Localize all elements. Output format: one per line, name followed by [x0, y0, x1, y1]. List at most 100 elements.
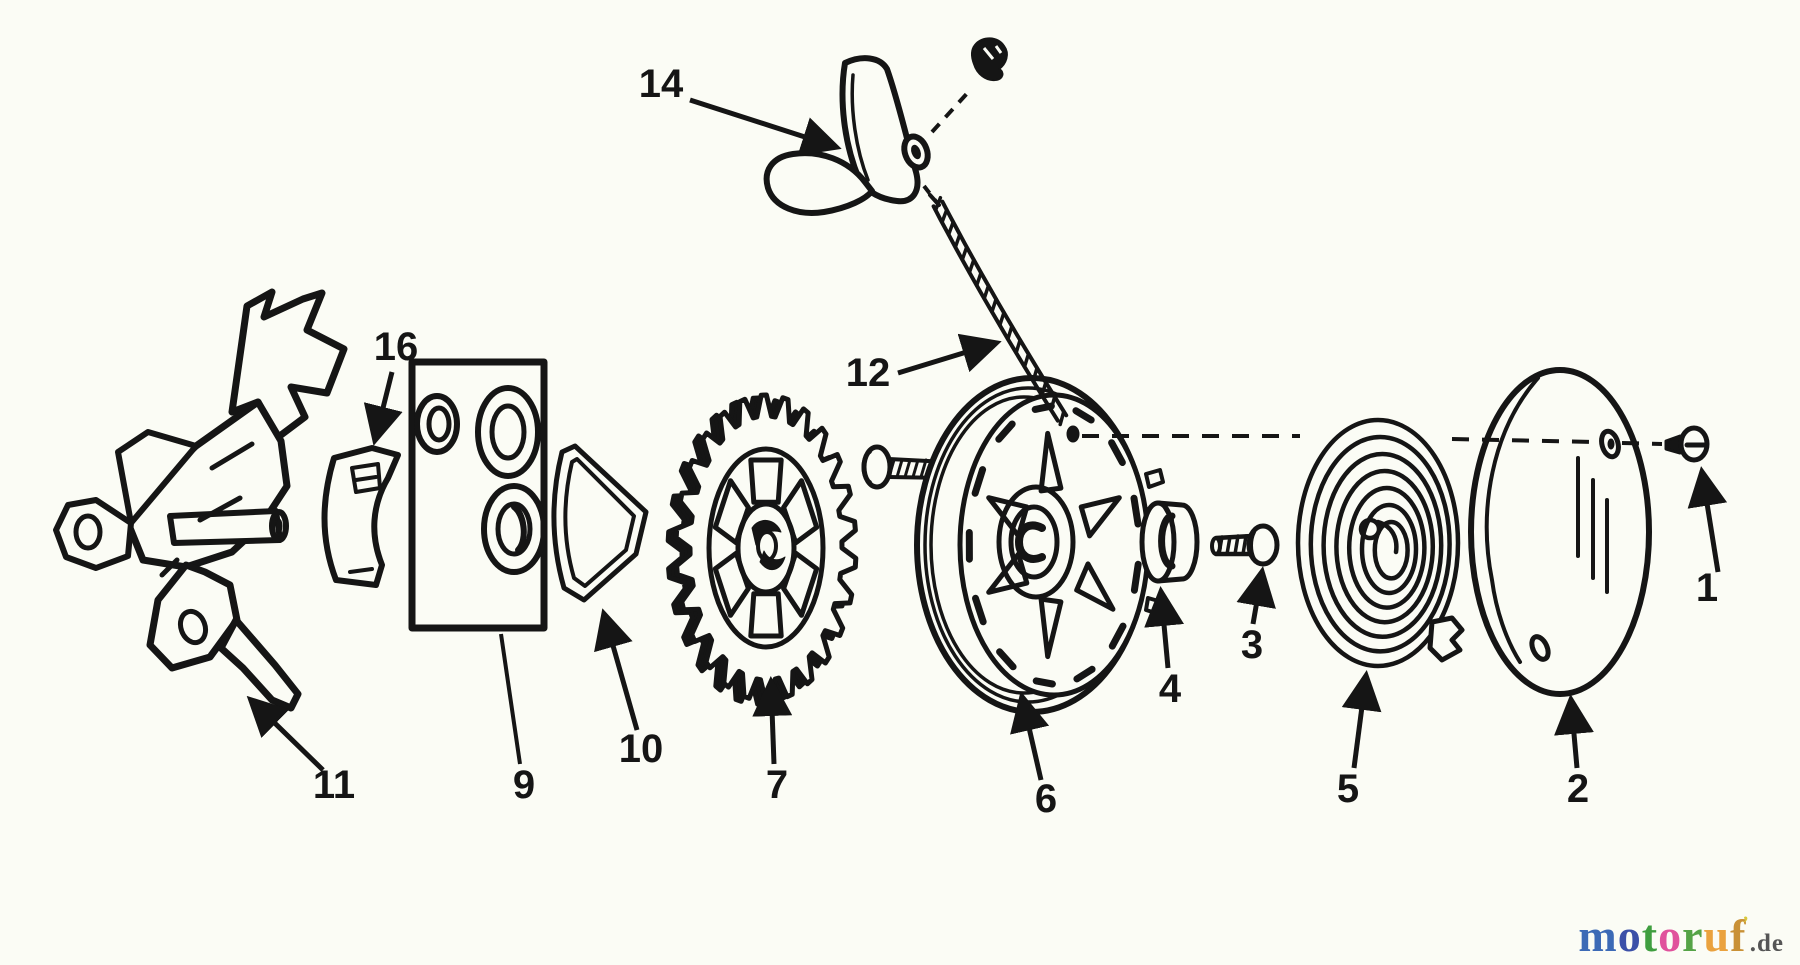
part-label-7[interactable]: 7: [766, 763, 788, 807]
wire-form-part: [551, 443, 649, 603]
rope-hatch: [1014, 338, 1022, 355]
spacer-bushing-part: [1139, 500, 1200, 584]
rope-hatch: [974, 270, 983, 288]
part-label-3[interactable]: 3: [1241, 623, 1263, 667]
spring-coil: [1308, 434, 1452, 654]
part-label-14[interactable]: 14: [639, 62, 684, 106]
part-label-5[interactable]: 5: [1337, 767, 1359, 811]
pulley-notch: [996, 648, 1017, 671]
recoil-spring-part: [1295, 417, 1465, 669]
spring-coil: [1321, 451, 1444, 640]
gear-hub: [735, 501, 797, 595]
leader-9: [499, 633, 522, 765]
part-label-1[interactable]: 1: [1696, 566, 1718, 610]
spring-coil: [1359, 502, 1419, 596]
pulley-hub: [1008, 504, 1060, 580]
rope-hatch: [990, 297, 998, 314]
pulley-notch: [995, 420, 1016, 443]
part-label-12[interactable]: 12: [846, 351, 891, 395]
rope-hatch: [1058, 409, 1066, 427]
rope-hatch: [1049, 395, 1057, 412]
logo-letter: o: [1617, 910, 1642, 961]
spring-end-tab: [1427, 615, 1465, 663]
rope-hatch: [940, 208, 949, 225]
pulley-notch: [971, 466, 987, 497]
leader-7: [752, 676, 793, 765]
pulley-notch: [1130, 494, 1142, 528]
logo-letter: o: [1658, 910, 1683, 961]
plate-bushing-upper: [475, 385, 541, 479]
spring-coil: [1372, 519, 1410, 581]
rope-anchor-hole: [1066, 425, 1080, 443]
leader-6: [1010, 691, 1050, 781]
pin-hatch-tick: [919, 458, 928, 479]
rope-hatch: [967, 258, 976, 275]
starter-rope-part: [928, 193, 1069, 427]
rope-hatch: [1031, 366, 1039, 383]
logo-letter: m: [1578, 910, 1618, 961]
pulley-notch: [1130, 560, 1142, 594]
part-label-16[interactable]: 16: [374, 325, 419, 369]
leader-11: [246, 695, 325, 772]
pulley-hole: [1038, 596, 1064, 660]
logo-letter: u: [1703, 910, 1731, 961]
pin-hatch-tick: [895, 458, 904, 479]
rope-hatch: [1006, 324, 1014, 341]
pulley-face: [957, 392, 1151, 698]
rope-hatch: [998, 310, 1006, 328]
spring-coil: [1295, 417, 1461, 669]
starter-cover-part: [1468, 367, 1652, 697]
bracket-hole: [73, 513, 103, 551]
leader-16: [363, 371, 403, 446]
leader-12: [897, 333, 1002, 376]
rope-hatch: [1022, 352, 1031, 369]
leader-4: [1144, 586, 1185, 669]
pin-hatch-tick: [903, 458, 912, 479]
rope-hatch: [953, 232, 962, 249]
cover-eyelet: [1599, 428, 1621, 460]
pulley-hole: [1078, 495, 1122, 539]
part-label-9[interactable]: 9: [513, 763, 535, 807]
pulley-notch: [1108, 622, 1127, 650]
part-label-2[interactable]: 2: [1567, 767, 1589, 811]
logo-letters: motoruf’: [1578, 913, 1749, 959]
pulley-notch: [1073, 665, 1096, 683]
leader-1: [1687, 466, 1728, 573]
pulley-notch: [1108, 439, 1126, 466]
bracket-plate-part: [408, 358, 548, 632]
brake-lever-part: [321, 445, 401, 588]
rope-hatch: [982, 284, 991, 301]
logo-letter: r: [1682, 910, 1704, 961]
rope-hatch: [960, 245, 969, 262]
rope-hatch: [1040, 380, 1048, 398]
cover-screw-part: [1664, 425, 1710, 463]
spring-coil: [1334, 468, 1436, 625]
callouts: 14 16 12 11 9 10 7 6 4 3 5 2 1: [246, 62, 1728, 821]
logo-letter: ’: [1742, 913, 1750, 934]
starter-gear-part: [665, 392, 859, 707]
part-label-10[interactable]: 10: [619, 727, 664, 771]
pulley-notch: [972, 594, 987, 626]
bracket-pin: [167, 508, 283, 546]
plate-bushing-lower: [481, 483, 547, 575]
spring-coil: [1346, 485, 1427, 610]
part-label-4[interactable]: 4: [1159, 667, 1182, 711]
pulley-notch: [1072, 407, 1095, 424]
leader-5: [1341, 670, 1382, 769]
leader-14: [689, 97, 842, 156]
logo-domain-suffix: .de: [1749, 930, 1784, 957]
part-label-6[interactable]: 6: [1035, 777, 1057, 821]
hex-screw-part: [1210, 523, 1280, 567]
mounting-bracket-part: [53, 288, 348, 712]
motoruf-logo: motoruf’.de: [1578, 913, 1784, 959]
pulley-hole: [1074, 561, 1116, 612]
leader-10: [594, 608, 640, 731]
logo-letter: f: [1730, 910, 1747, 961]
rope-pulley-part: [914, 375, 1165, 715]
starter-handle-part: [763, 37, 1008, 216]
leader-3: [1236, 566, 1276, 625]
pulley-notch: [1032, 677, 1056, 688]
logo-letter: t: [1641, 910, 1659, 961]
